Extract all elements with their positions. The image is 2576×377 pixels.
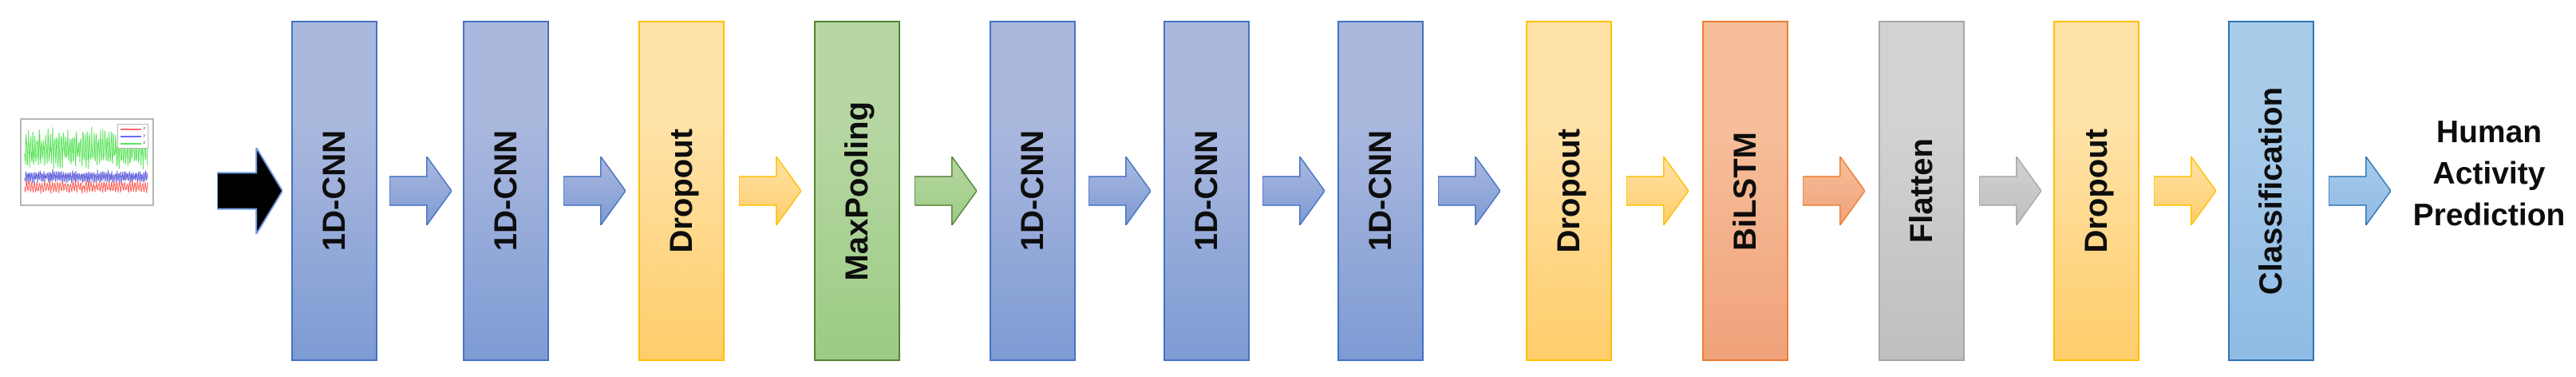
signal-series-y — [24, 169, 148, 185]
layer-block-cnn-5: 1D-CNN — [1337, 21, 1424, 361]
layer-block-cnn-4: 1D-CNN — [1164, 21, 1250, 361]
layer-block-dropout-3: Dropout — [2053, 21, 2139, 361]
layer-label-cnn-1: 1D-CNN — [316, 130, 352, 252]
layer-label-cnn-2: 1D-CNN — [488, 130, 523, 252]
layer-block-classification-1: Classification — [2228, 21, 2314, 361]
output-line-3: Prediction — [2412, 198, 2566, 232]
signal-series-x — [24, 179, 148, 194]
layer-block-flatten-1: Flatten — [1879, 21, 1965, 361]
arrow-cnn4-cnn5-icon — [1262, 157, 1325, 225]
legend-item-y: y — [120, 133, 146, 138]
legend-label-z: z — [143, 141, 146, 145]
arrow-input-icon — [217, 148, 282, 234]
layer-label-dropout-2: Dropout — [1551, 129, 1586, 253]
arrow-bilstm-flatten-icon — [1803, 157, 1865, 225]
legend-label-y: y — [143, 133, 146, 138]
layer-block-bilstm-1: BiLSTM — [1702, 21, 1788, 361]
arrow-dropout1-pool-icon — [739, 157, 801, 225]
arrow-dropout2-bilstm-icon — [1626, 157, 1689, 225]
layer-block-dropout-1: Dropout — [638, 21, 725, 361]
signal-plot-legend: x y z — [117, 124, 148, 149]
legend-label-x: x — [143, 126, 146, 131]
layer-label-cnn-5: 1D-CNN — [1362, 130, 1398, 252]
layer-label-classification-1: Classification — [2253, 86, 2289, 296]
legend-item-x: x — [120, 126, 146, 131]
arrow-pool-cnn3-icon — [915, 157, 977, 225]
legend-item-z: z — [120, 141, 146, 145]
layer-block-dropout-2: Dropout — [1526, 21, 1612, 361]
output-line-1: Human — [2436, 115, 2542, 149]
layer-label-dropout-1: Dropout — [663, 129, 699, 253]
layer-block-maxpooling-1: MaxPooling — [814, 21, 900, 361]
arrow-cnn5-dropout2-icon — [1438, 157, 1500, 225]
layer-label-dropout-3: Dropout — [2078, 129, 2114, 253]
layer-block-cnn-3: 1D-CNN — [990, 21, 1076, 361]
arrow-class-output-icon — [2329, 157, 2391, 225]
layer-label-bilstm-1: BiLSTM — [1727, 131, 1763, 251]
layer-label-cnn-4: 1D-CNN — [1188, 130, 1224, 252]
legend-swatch-z — [120, 142, 141, 145]
output-line-2: Activity — [2432, 157, 2546, 191]
input-signal-plot: x y z — [20, 118, 154, 206]
output-label: Human Activity Prediction — [2407, 112, 2571, 236]
layer-label-flatten-1: Flatten — [1903, 138, 1939, 244]
arrow-cnn1-cnn2-icon — [389, 157, 452, 225]
layer-block-cnn-1: 1D-CNN — [291, 21, 377, 361]
arrow-cnn2-dropout1-icon — [563, 157, 626, 225]
arrow-dropout3-class-icon — [2154, 157, 2216, 225]
layer-label-cnn-3: 1D-CNN — [1014, 130, 1050, 252]
legend-swatch-y — [120, 135, 141, 137]
arrow-cnn3-cnn4-icon — [1088, 157, 1151, 225]
arrow-flatten-dropout3-icon — [1979, 157, 2041, 225]
layer-label-maxpooling-1: MaxPooling — [839, 101, 875, 281]
layer-block-cnn-2: 1D-CNN — [463, 21, 549, 361]
legend-swatch-x — [120, 128, 141, 130]
